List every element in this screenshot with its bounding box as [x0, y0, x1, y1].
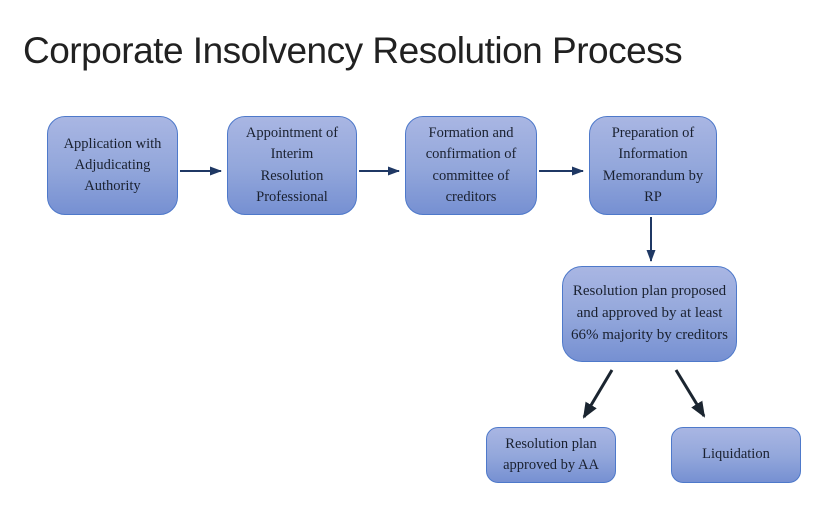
- arrow-plan-to-liquidation: [674, 369, 706, 418]
- flow-node-resolution-plan-vote: Resolution plan proposed and approved by…: [562, 266, 737, 362]
- flow-node-label: Formation and confirmation of committee …: [425, 125, 517, 205]
- flow-node-information-memorandum: Preparation of Information Memorandum by…: [589, 116, 717, 215]
- flow-node-label: Appointment of Interim Resolution Profes…: [245, 125, 339, 205]
- flow-node-coc-formation: Formation and confirmation of committee …: [405, 116, 537, 215]
- flow-node-liquidation: Liquidation: [671, 427, 801, 483]
- flow-node-label: Application with Adjudicating Authority: [63, 135, 162, 194]
- arrow-plan-to-approved: [582, 369, 614, 419]
- flow-node-application-aa: Application with Adjudicating Authority: [47, 116, 178, 215]
- flow-node-label: Resolution plan approved by AA: [503, 435, 599, 473]
- flow-node-appointment-irp: Appointment of Interim Resolution Profes…: [227, 116, 357, 215]
- flow-node-label: Preparation of Information Memorandum by…: [602, 125, 704, 205]
- flow-node-label: Liquidation: [702, 446, 770, 463]
- flow-node-plan-approved-aa: Resolution plan approved by AA: [486, 427, 616, 483]
- page-title: Corporate Insolvency Resolution Process: [23, 30, 683, 71]
- flow-node-label: Resolution plan proposed and approved by…: [570, 283, 729, 343]
